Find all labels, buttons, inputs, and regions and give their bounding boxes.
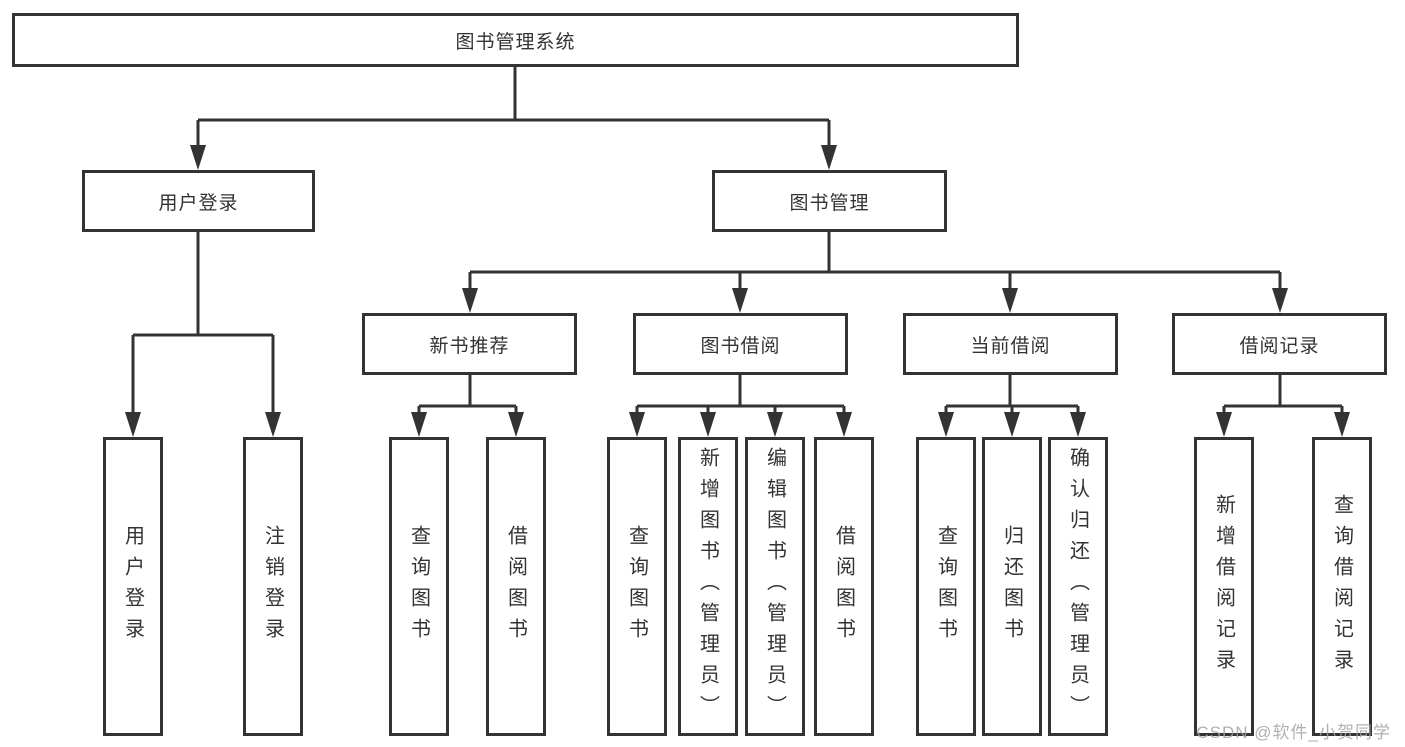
csdn-watermark: CSDN @软件_小贺同学 [1196, 723, 1391, 742]
node-label: 新增图书（管理员） [696, 447, 719, 726]
arrowhead-icon [411, 412, 427, 437]
node-label: 查询借阅记录 [1330, 493, 1353, 680]
leaf-borrow-borrow-book: 借阅图书 [814, 437, 874, 736]
node-new-book-recommend: 新书推荐 [362, 313, 577, 375]
node-label: 图书管理 [789, 192, 870, 214]
connector [462, 232, 1288, 313]
connector [125, 232, 281, 437]
arrowhead-icon [265, 412, 281, 437]
node-label: 新增借阅记录 [1212, 493, 1235, 680]
arrowhead-icon [190, 145, 206, 170]
node-label: 确认归还（管理员） [1066, 447, 1089, 726]
arrowhead-icon [1002, 288, 1018, 313]
node-book-borrow: 图书借阅 [633, 313, 848, 375]
arrowhead-icon [836, 412, 852, 437]
node-label: 查询图书 [625, 524, 648, 649]
connector [1216, 375, 1350, 437]
node-label: 新书推荐 [429, 335, 510, 357]
arrowhead-icon [700, 412, 716, 437]
node-borrow-record: 借阅记录 [1172, 313, 1387, 375]
arrowhead-icon [821, 145, 837, 170]
arrowhead-icon [1004, 412, 1020, 437]
node-book-management: 图书管理 [712, 170, 947, 232]
leaf-borrow-query-book: 查询图书 [607, 437, 667, 736]
node-label: 借阅图书 [504, 524, 527, 649]
arrowhead-icon [1216, 412, 1232, 437]
node-current-borrow: 当前借阅 [903, 313, 1118, 375]
arrowhead-icon [462, 288, 478, 313]
arrowhead-icon [938, 412, 954, 437]
leaf-record-add-record: 新增借阅记录 [1194, 437, 1254, 736]
node-label: 编辑图书（管理员） [763, 447, 786, 726]
arrowhead-icon [629, 412, 645, 437]
arrowhead-icon [767, 412, 783, 437]
leaf-current-query-book: 查询图书 [916, 437, 976, 736]
leaf-logout: 注销登录 [243, 437, 303, 736]
node-label: 查询图书 [407, 524, 430, 649]
leaf-current-return-book: 归还图书 [982, 437, 1042, 736]
node-label: 图书管理系统 [455, 31, 576, 53]
connector [938, 375, 1086, 437]
leaf-newbook-borrow-book: 借阅图书 [486, 437, 546, 736]
node-library-system: 图书管理系统 [12, 13, 1019, 67]
arrowhead-icon [125, 412, 141, 437]
arrowhead-icon [508, 412, 524, 437]
node-label: 归还图书 [1000, 524, 1023, 649]
node-user-login: 用户登录 [82, 170, 315, 232]
node-label: 注销登录 [261, 524, 284, 649]
leaf-newbook-query-book: 查询图书 [389, 437, 449, 736]
leaf-borrow-add-book-admin: 新增图书（管理员） [678, 437, 738, 736]
arrowhead-icon [1272, 288, 1288, 313]
leaf-user-login: 用户登录 [103, 437, 163, 736]
node-label: 借阅记录 [1239, 335, 1320, 357]
connector [629, 375, 852, 437]
node-label: 用户登录 [158, 192, 239, 214]
arrowhead-icon [1070, 412, 1086, 437]
leaf-record-query-record: 查询借阅记录 [1312, 437, 1372, 736]
node-label: 当前借阅 [970, 335, 1051, 357]
node-label: 查询图书 [934, 524, 957, 649]
node-label: 用户登录 [121, 524, 144, 649]
node-label: 借阅图书 [832, 524, 855, 649]
node-label: 图书借阅 [700, 335, 781, 357]
arrowhead-icon [732, 288, 748, 313]
arrowhead-icon [1334, 412, 1350, 437]
connector [190, 67, 837, 170]
leaf-current-confirm-return-admin: 确认归还（管理员） [1048, 437, 1108, 736]
connector [411, 375, 524, 437]
leaf-borrow-edit-book-admin: 编辑图书（管理员） [745, 437, 805, 736]
